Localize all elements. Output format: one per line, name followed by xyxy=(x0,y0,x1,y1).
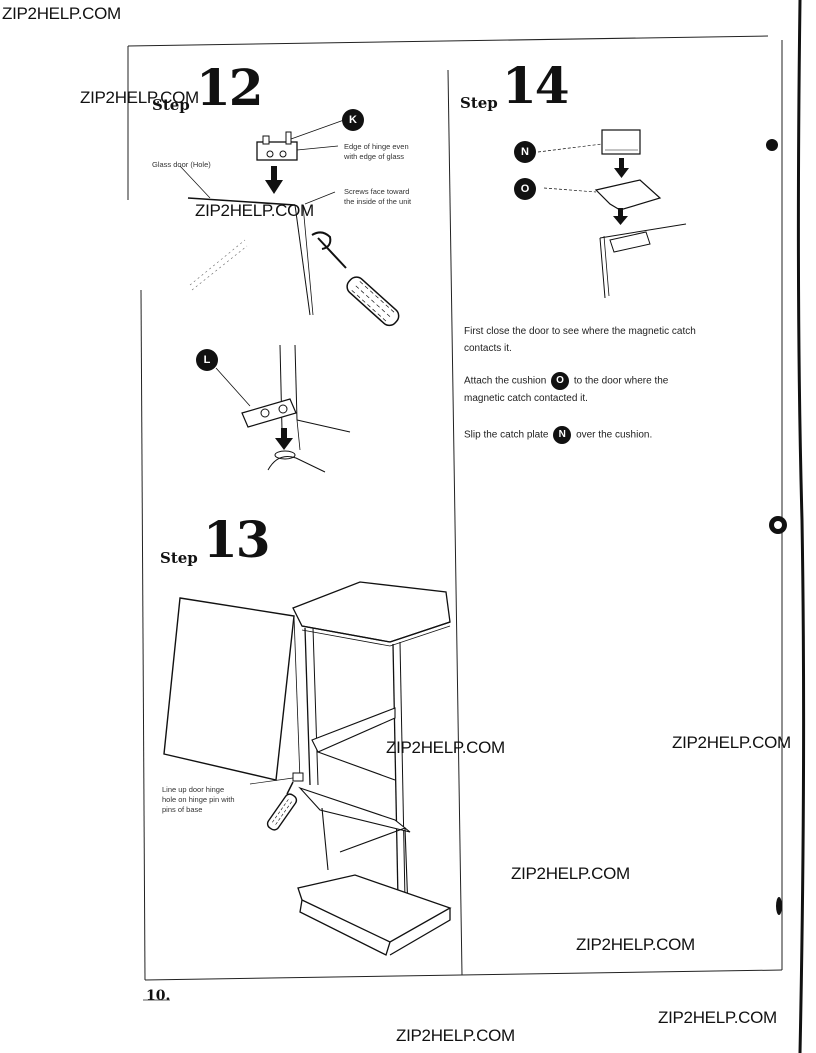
instruction-attach-cushion: Attach the cushion O to the door where t… xyxy=(464,372,764,407)
page-number: 10. xyxy=(146,988,171,1004)
label-screws-face: Screws face toward the inside of the uni… xyxy=(344,187,412,206)
watermark-9: ZIP2HELP.COM xyxy=(396,1026,515,1045)
watermark-1: ZIP2HELP.COM xyxy=(2,4,121,23)
badge-k: K xyxy=(342,109,364,131)
step14-word: Step xyxy=(460,94,498,112)
step12-word: Step xyxy=(152,96,190,114)
step13-number: 13 xyxy=(203,510,271,569)
watermark-5: ZIP2HELP.COM xyxy=(672,733,791,752)
watermark-7: ZIP2HELP.COM xyxy=(576,935,695,954)
step13-word: Step xyxy=(160,549,198,567)
badge-n: N xyxy=(514,141,536,163)
badge-o: O xyxy=(514,178,536,200)
step13-cabinet-illustration xyxy=(163,581,452,956)
badge-l: L xyxy=(196,349,218,371)
watermark-4: ZIP2HELP.COM xyxy=(386,738,505,757)
step14-number: 14 xyxy=(502,56,570,115)
watermark-8: ZIP2HELP.COM xyxy=(658,1008,777,1027)
badge-o-inline: O xyxy=(551,372,570,390)
watermark-6: ZIP2HELP.COM xyxy=(511,864,630,883)
watermark-3: ZIP2HELP.COM xyxy=(195,201,314,220)
label-glass-door: Glass door (Hole) xyxy=(152,160,211,169)
step12-number: 12 xyxy=(196,58,264,117)
watermark-2: ZIP2HELP.COM xyxy=(80,88,199,107)
step12-hinge-illustration xyxy=(179,119,400,473)
step14-catch-illustration xyxy=(537,129,687,299)
badge-n-inline: N xyxy=(553,426,572,444)
caption-line-up-door-hinge: Line up door hinge hole on hinge pin wit… xyxy=(162,785,235,814)
label-edge-of-hinge: Edge of hinge even with edge of glass xyxy=(344,142,409,161)
instruction-close-door: First close the door to see where the ma… xyxy=(464,326,696,354)
instruction-slip-catch-plate: Slip the catch plate N over the cushion. xyxy=(464,426,764,444)
